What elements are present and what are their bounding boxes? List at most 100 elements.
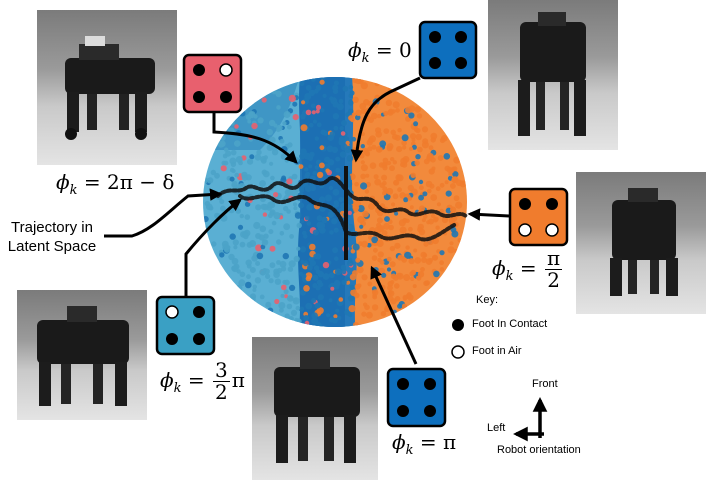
latent-point: [281, 284, 287, 291]
latent-point: [239, 271, 246, 278]
latent-point: [414, 160, 420, 166]
latent-point: [447, 175, 453, 181]
latent-point: [359, 153, 365, 159]
latent-point: [306, 204, 313, 211]
latent-point: [345, 140, 350, 145]
latent-point: [408, 146, 414, 151]
latent-point: [292, 297, 300, 305]
orientation-left: Left: [487, 422, 506, 434]
latent-point: [284, 294, 289, 299]
latent-point: [316, 215, 323, 222]
latent-point: [422, 252, 428, 258]
orientation-caption: Robot orientation: [497, 444, 581, 456]
latent-point: [388, 108, 394, 114]
latent-point: [234, 124, 239, 129]
latent-point: [205, 203, 213, 211]
latent-point: [319, 79, 325, 85]
latent-point: [342, 85, 349, 92]
label-phase-0: ϕk = 0: [348, 38, 412, 66]
latent-point: [417, 223, 424, 231]
latent-point: [433, 270, 440, 278]
latent-point: [349, 273, 357, 281]
latent-point: [430, 132, 438, 140]
latent-point: [276, 260, 281, 265]
latent-point: [288, 260, 296, 268]
latent-point: [203, 216, 209, 223]
arrow-phase-three-half-pi: [184, 198, 243, 300]
latent-point: [249, 267, 256, 273]
latent-point: [349, 90, 355, 96]
latent-point: [254, 154, 262, 161]
latent-point: [439, 250, 445, 256]
latent-point: [314, 302, 321, 309]
latent-point: [233, 245, 238, 250]
label-phase-2pi: ϕk = 2π − δ: [56, 170, 175, 198]
latent-point: [382, 157, 389, 164]
latent-point: [360, 132, 365, 136]
latent-point: [309, 122, 314, 128]
latent-point: [374, 178, 382, 186]
latent-point: [274, 278, 282, 285]
latent-point: [384, 307, 389, 312]
latent-point: [257, 117, 264, 124]
latent-point: [292, 101, 298, 107]
latent-point: [411, 137, 416, 142]
key-contact-label: Foot In Contact: [472, 318, 548, 330]
latent-point: [315, 104, 322, 110]
latent-point: [279, 260, 287, 268]
latent-point: [346, 155, 354, 162]
latent-point: [333, 280, 341, 287]
latent-point: [435, 186, 441, 192]
latent-point: [365, 173, 370, 178]
latent-point: [332, 317, 338, 324]
latent-point: [300, 124, 308, 132]
latent-point: [417, 146, 423, 153]
latent-point: [383, 128, 390, 135]
latent-point: [410, 133, 417, 140]
latent-point: [373, 174, 379, 180]
latent-point: [439, 260, 444, 266]
latent-point: [327, 211, 334, 218]
latent-point: [291, 173, 298, 180]
latent-point: [448, 217, 456, 224]
latent-point: [402, 296, 408, 301]
latent-point: [361, 274, 368, 281]
latent-point: [284, 189, 291, 196]
latent-point: [367, 101, 373, 106]
arrow-phase-half-pi: [467, 208, 511, 221]
latent-point: [408, 112, 415, 119]
latent-point: [304, 185, 312, 193]
latent-point: [260, 244, 266, 250]
latent-point: [247, 158, 254, 165]
latent-point: [360, 182, 368, 190]
latent-point: [231, 265, 239, 273]
latent-point: [267, 307, 274, 314]
latent-point: [282, 252, 289, 260]
latent-point: [377, 210, 384, 217]
latent-point: [280, 293, 285, 298]
latent-point: [376, 113, 382, 119]
latent-point: [382, 190, 387, 196]
latent-point: [413, 121, 419, 127]
latent-point: [314, 165, 320, 170]
latent-point: [453, 156, 461, 164]
latent-point: [273, 212, 281, 220]
latent-point: [392, 193, 399, 200]
latent-point: [307, 264, 313, 271]
latent-point: [327, 159, 335, 166]
robot-photo-pi: [252, 337, 378, 480]
latent-point: [452, 166, 458, 171]
label-phase-pi: ϕk = π: [392, 430, 457, 458]
latent-point: [338, 197, 344, 202]
latent-point: [371, 255, 378, 261]
latent-point: [295, 305, 301, 311]
latent-point: [369, 162, 377, 169]
latent-point: [296, 246, 301, 251]
latent-point: [239, 213, 244, 219]
latent-point: [394, 242, 401, 249]
latent-point: [390, 129, 396, 135]
latent-point: [310, 77, 317, 82]
latent-point: [353, 321, 359, 327]
latent-point: [246, 241, 253, 248]
